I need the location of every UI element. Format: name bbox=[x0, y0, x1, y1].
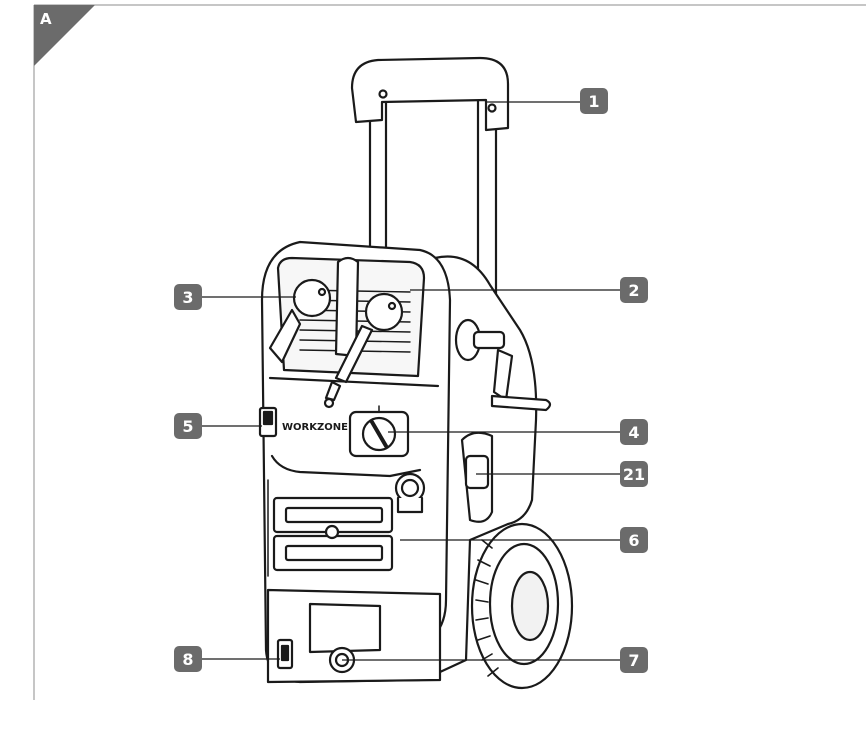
callout-7-label: 7 bbox=[628, 651, 639, 670]
brand-logo: WORKZONE bbox=[282, 422, 348, 433]
callout-2: 2 bbox=[620, 277, 648, 303]
pressure-washer-drawing: WORKZONE bbox=[258, 56, 574, 690]
callout-5: 5 bbox=[174, 413, 202, 439]
corner-label: A bbox=[40, 10, 52, 28]
callout-6-label: 6 bbox=[628, 531, 639, 550]
callout-5-label: 5 bbox=[182, 417, 193, 436]
leader-lines bbox=[202, 101, 620, 661]
accessory-holders bbox=[268, 256, 404, 409]
callout-3: 3 bbox=[174, 284, 202, 310]
corner-tab bbox=[34, 5, 95, 66]
callout-4-label: 4 bbox=[628, 423, 639, 442]
callout-8: 8 bbox=[174, 646, 202, 672]
wheel bbox=[470, 522, 574, 690]
callout-1-label: 1 bbox=[588, 92, 599, 111]
callout-3-label: 3 bbox=[182, 288, 193, 307]
hose-reel-crank bbox=[454, 318, 552, 412]
callout-6: 6 bbox=[620, 527, 648, 553]
callout-21-label: 21 bbox=[623, 465, 645, 484]
detergent-knob bbox=[464, 454, 490, 490]
callout-8-label: 8 bbox=[182, 650, 193, 669]
callout-7: 7 bbox=[620, 647, 648, 673]
callout-4: 4 bbox=[620, 419, 648, 445]
callout-21: 21 bbox=[620, 461, 648, 487]
callout-1: 1 bbox=[580, 88, 608, 114]
telescopic-handle bbox=[350, 56, 510, 307]
pressure-knob bbox=[348, 405, 410, 458]
high-pressure-outlet bbox=[394, 472, 426, 514]
callout-2-label: 2 bbox=[628, 281, 639, 300]
